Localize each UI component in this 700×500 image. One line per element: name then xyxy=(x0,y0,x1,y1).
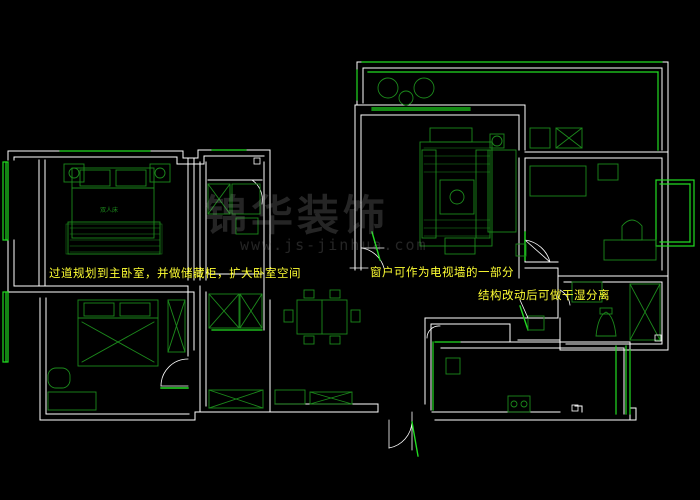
leader-lines xyxy=(349,267,529,319)
doors xyxy=(160,179,571,451)
green-door-leaves xyxy=(160,231,529,457)
structure-annotation: 结构改动后可做干湿分离 xyxy=(478,288,610,302)
watermark-brand: 锦华装饰 xyxy=(205,191,390,240)
furniture xyxy=(47,77,661,413)
bed-label: 双人床 xyxy=(100,206,118,214)
interior-walls xyxy=(44,157,561,413)
corridor-annotation: 过道规划到主卧室，并做储藏柜，扩大卧室空间 xyxy=(49,266,301,280)
window-annotation: 窗户可作为电视墙的一部分 xyxy=(370,265,514,279)
windows xyxy=(2,61,695,415)
carpet-hatching xyxy=(65,147,491,255)
wall-markers xyxy=(253,157,662,412)
watermark-url: www.js-jinhua.com xyxy=(240,236,428,254)
